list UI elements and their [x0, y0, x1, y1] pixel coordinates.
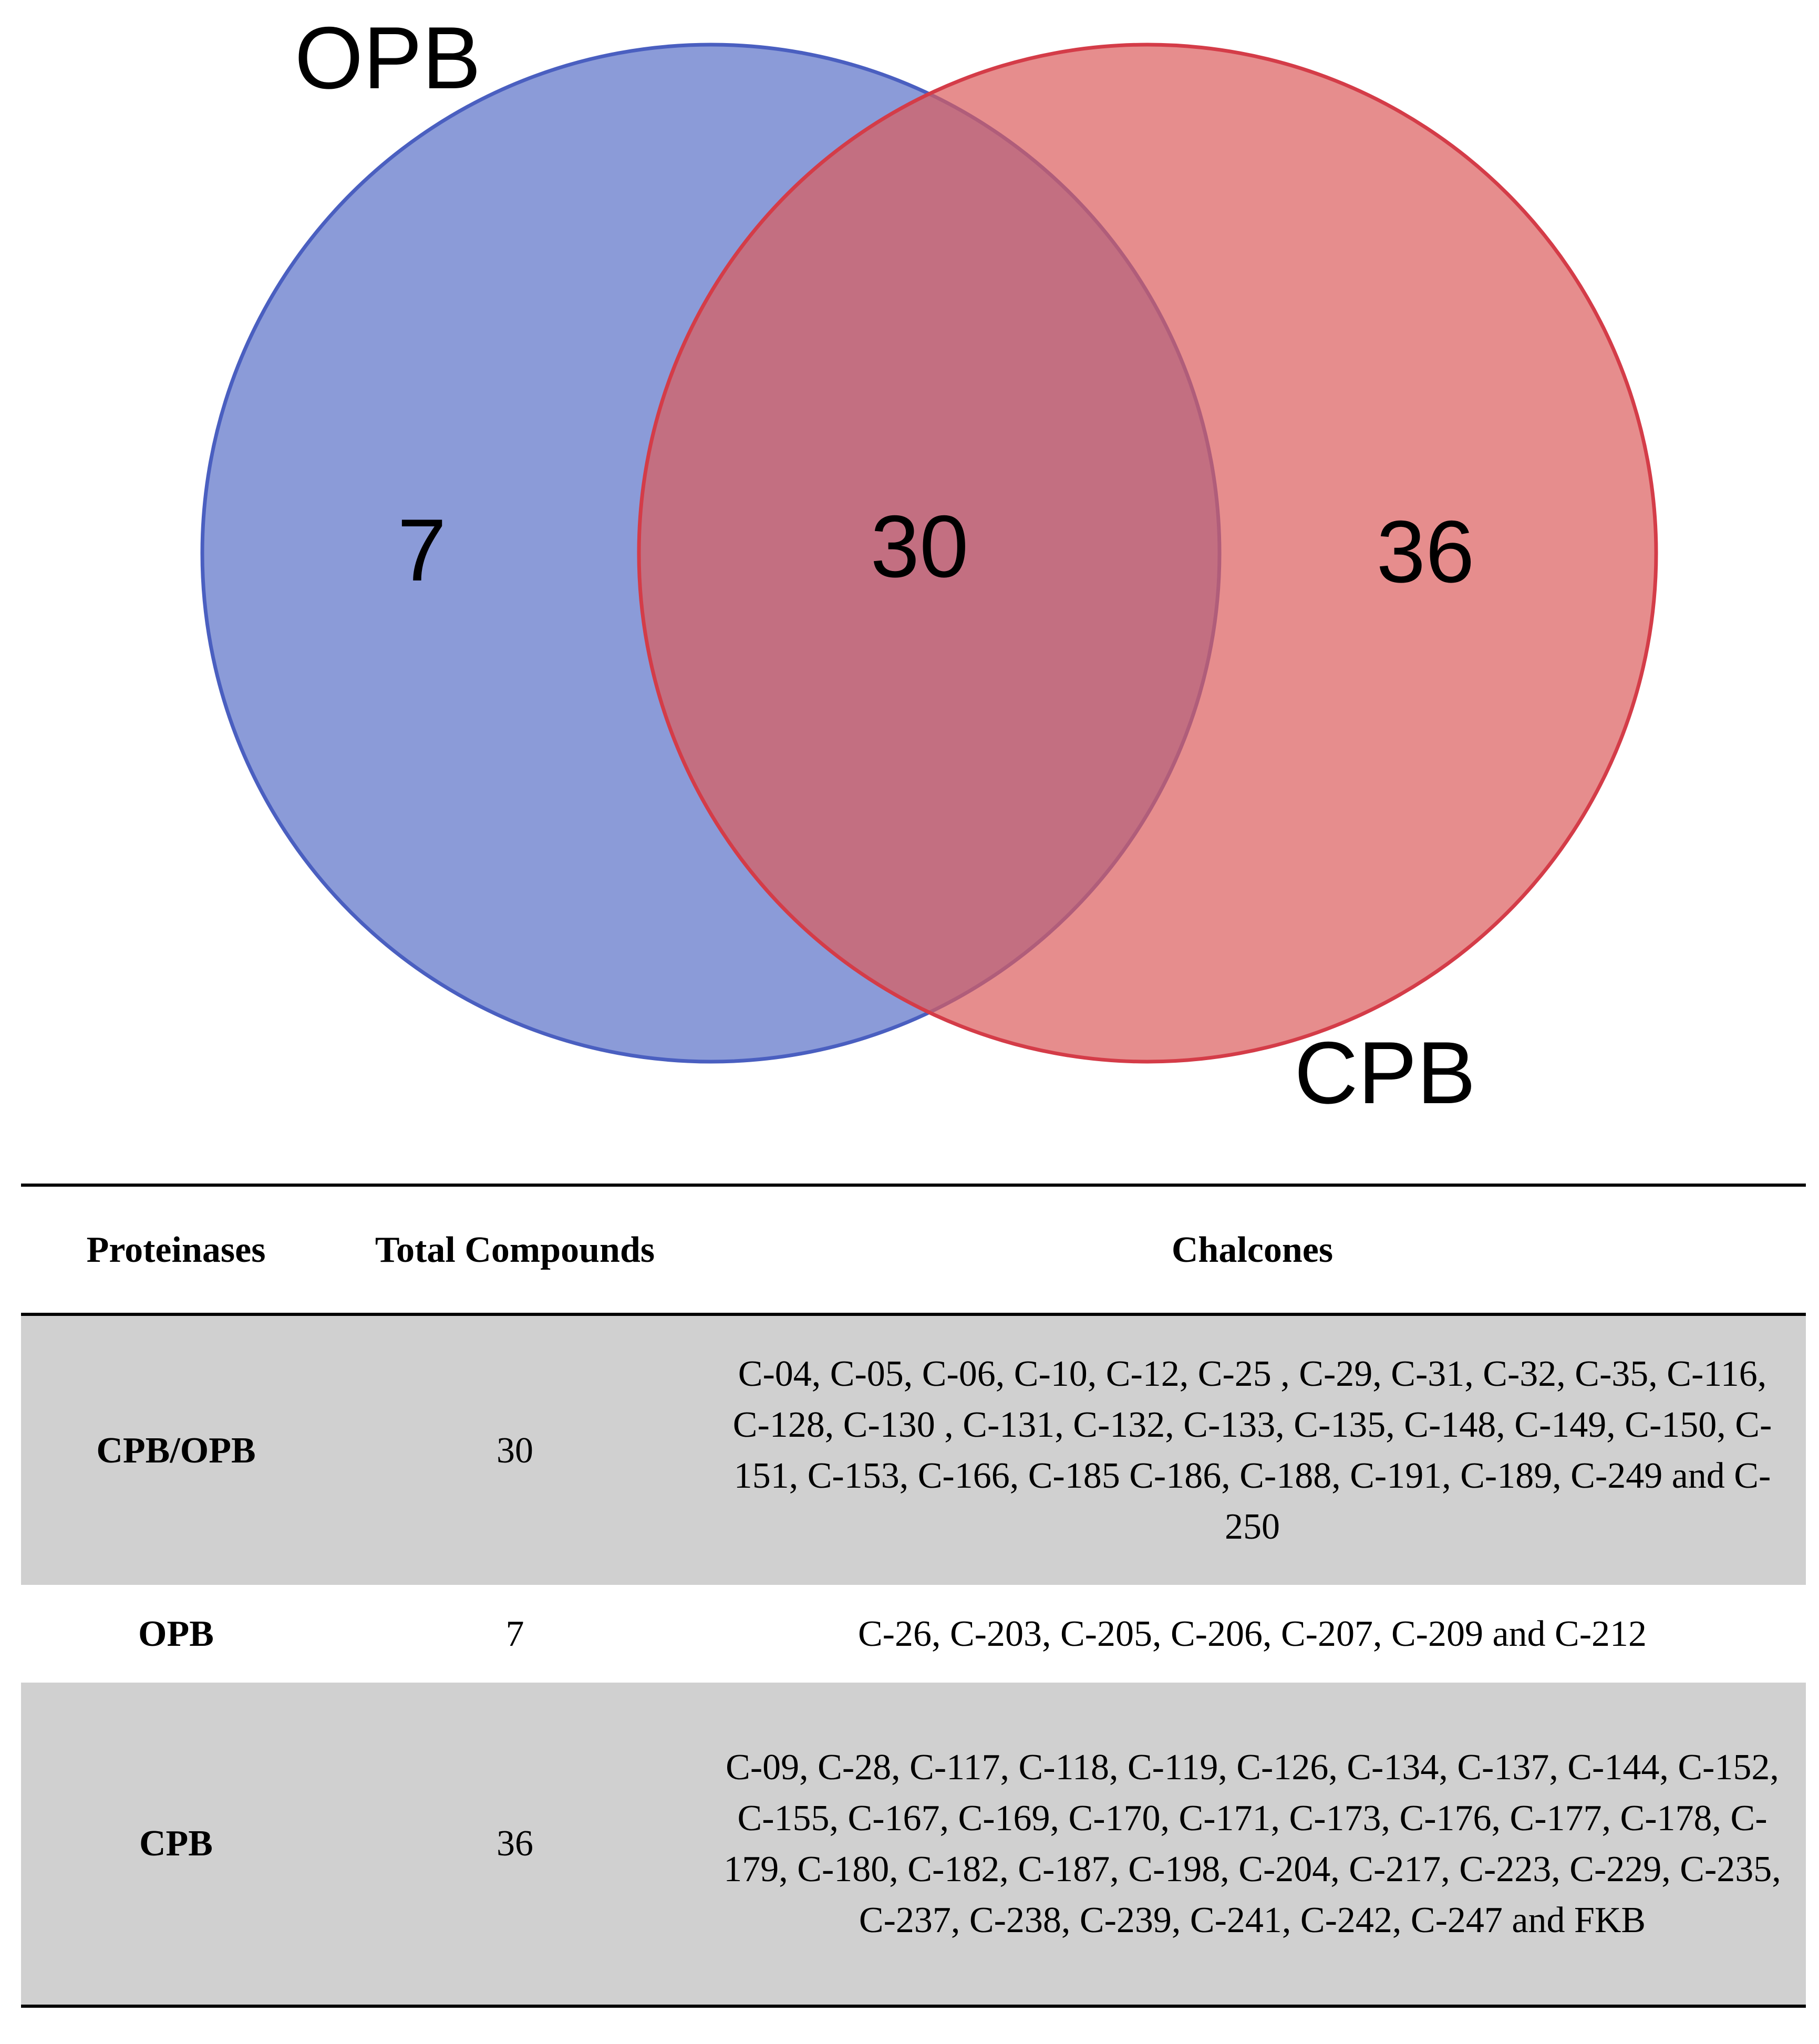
total-cell: 36 — [331, 1683, 699, 2006]
table-row: CPB 36 C-09, C-28, C-117, C-118, C-119, … — [21, 1683, 1806, 2006]
chalcones-cell: C-09, C-28, C-117, C-118, C-119, C-126, … — [699, 1683, 1806, 2006]
compounds-table: Proteinases Total Compounds Chalcones CP… — [21, 1184, 1806, 2008]
table-row: CPB/OPB 30 C-04, C-05, C-06, C-10, C-12,… — [21, 1314, 1806, 1585]
header-proteinases: Proteinases — [86, 1229, 266, 1270]
table-header-row: Proteinases Total Compounds Chalcones — [21, 1185, 1806, 1314]
chalcones-cell: C-26, C-203, C-205, C-206, C-207, C-209 … — [857, 1613, 1647, 1654]
table-row: OPB 7 C-26, C-203, C-205, C-206, C-207, … — [21, 1585, 1806, 1683]
total-cell: 30 — [331, 1314, 699, 1585]
venn-label-cpb: CPB — [1294, 1023, 1475, 1122]
header-total-compounds: Total Compounds — [375, 1229, 655, 1270]
proteinase-cell: OPB — [138, 1613, 214, 1654]
venn-circle-cpb — [637, 43, 1658, 1064]
venn-count-cpb-only: 36 — [1377, 502, 1475, 601]
header-chalcones: Chalcones — [1171, 1229, 1334, 1270]
venn-diagram: OPB CPB 7 30 36 — [200, 8, 1658, 1122]
venn-count-overlap: 30 — [871, 497, 969, 596]
venn-count-opb-only: 7 — [397, 501, 446, 599]
chalcones-cell: C-04, C-05, C-06, C-10, C-12, C-25 , C-2… — [699, 1314, 1806, 1585]
venn-label-opb: OPB — [295, 8, 481, 107]
total-cell: 7 — [505, 1613, 524, 1654]
proteinase-cell: CPB — [21, 1683, 331, 2006]
proteinase-cell: CPB/OPB — [21, 1314, 331, 1585]
